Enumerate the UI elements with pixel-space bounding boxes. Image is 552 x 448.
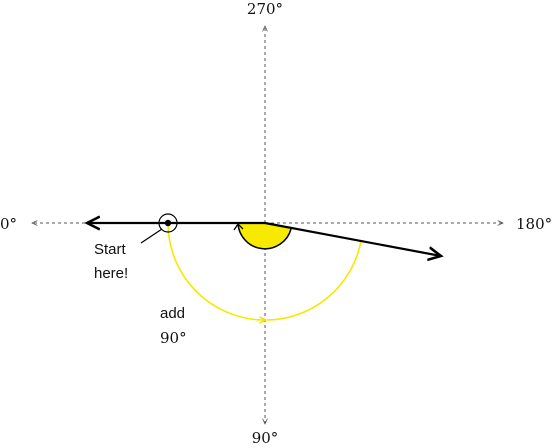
angle-wedge-outline bbox=[237, 222, 292, 250]
angle-wedge bbox=[238, 223, 291, 249]
label-270: 270° bbox=[247, 0, 283, 18]
start-label-line1: Start bbox=[94, 241, 127, 258]
label-90: 90° bbox=[252, 429, 279, 447]
add-90-arc bbox=[167, 222, 265, 320]
result-vector bbox=[264, 221, 441, 256]
start-point-dot bbox=[164, 219, 172, 227]
start-point-ring bbox=[158, 213, 178, 233]
add-90-arc-continued bbox=[264, 240, 362, 321]
start-label-line2: here! bbox=[94, 265, 128, 282]
add-label-line1: add bbox=[160, 305, 185, 322]
add-label-line2: 90° bbox=[160, 329, 187, 347]
label-0: 0° bbox=[0, 215, 17, 233]
start-leader-line bbox=[140, 228, 163, 244]
label-180: 180° bbox=[516, 215, 552, 233]
